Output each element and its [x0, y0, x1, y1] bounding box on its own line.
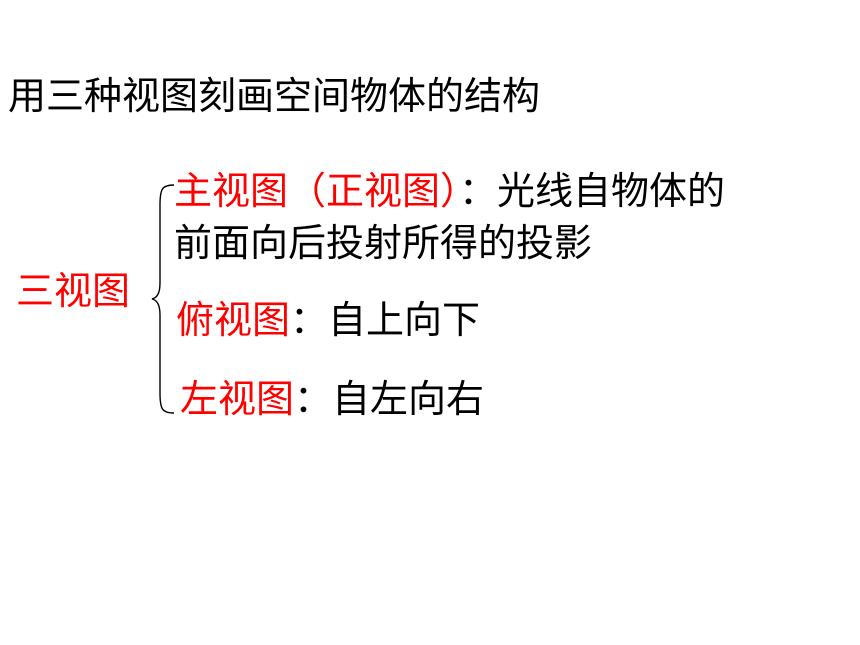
- entry-top-view: 俯视图：自上向下: [176, 295, 480, 345]
- entry-term: 左视图: [180, 377, 295, 421]
- group-label: 三视图: [16, 269, 131, 313]
- entry-separator: ：: [294, 377, 333, 421]
- entry-separator: ：: [290, 298, 329, 342]
- curly-brace-icon: [151, 184, 175, 414]
- entry-description: 光线自物体的: [497, 169, 726, 213]
- entry-separator: ：: [459, 169, 498, 213]
- entry-description: 前面向后投射所得的投影: [174, 221, 593, 265]
- slide-heading: 用三种视图刻画空间物体的结构: [8, 74, 541, 118]
- entry-term: 主视图（正视图）: [174, 169, 460, 213]
- entry-front-view: 主视图（正视图）：光线自物体的: [174, 166, 725, 216]
- entry-front-view-continued: 前面向后投射所得的投影: [174, 218, 592, 268]
- entry-description: 自左向右: [332, 377, 485, 421]
- entry-term: 俯视图: [176, 298, 291, 342]
- entry-description: 自上向下: [328, 298, 481, 342]
- entry-left-view: 左视图：自左向右: [180, 374, 484, 424]
